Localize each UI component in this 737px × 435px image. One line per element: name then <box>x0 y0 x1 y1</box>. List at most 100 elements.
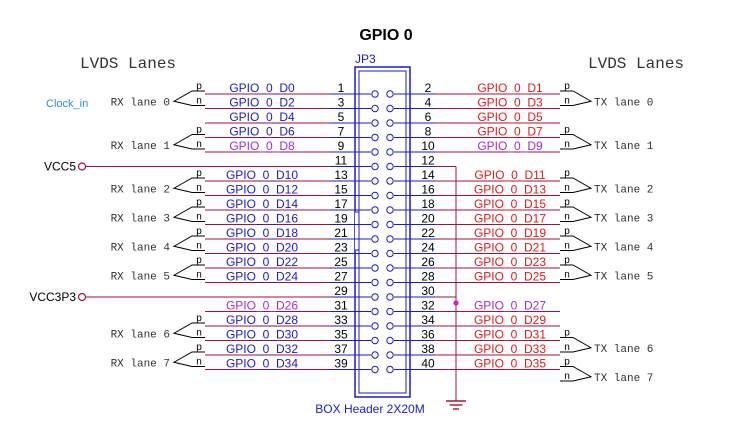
connector-inner-frame <box>358 70 407 394</box>
pin-number-32: 32 <box>421 299 435 313</box>
signal-gpio-0-d5: GPIO_0_D5 <box>477 110 543 124</box>
pin-contact-12 <box>386 162 394 171</box>
right-lvds-heading: LVDS Lanes <box>588 55 684 73</box>
tx-lane-6-p-label: p <box>564 328 570 339</box>
signal-gpio-0-d35: GPIO_0_D35 <box>474 357 546 371</box>
pin-contact-33 <box>371 322 379 330</box>
rx-lane-7-p-label: p <box>196 342 202 353</box>
pin-number-34: 34 <box>421 313 435 327</box>
tx-lane-2-bracket <box>560 177 593 193</box>
rx-lane-0-label: RX lane 0 <box>111 97 170 109</box>
pin-contact-26 <box>386 264 394 272</box>
rx-lane-2-p-label: p <box>196 168 202 179</box>
tx-lane-3-bracket <box>560 206 593 222</box>
pin-number-11: 11 <box>335 154 348 168</box>
signal-gpio-0-d12: GPIO_0_D12 <box>226 183 298 197</box>
rx-lane-3-label: RX lane 3 <box>111 213 170 225</box>
signal-gpio-0-d27: GPIO_0_D27 <box>474 299 546 313</box>
rx-lane-0-p-label: p <box>196 81 202 92</box>
pin-contact-3 <box>371 104 379 113</box>
connector-name: BOX Header 2X20M <box>315 402 424 416</box>
pin-contact-31 <box>371 307 379 316</box>
pin-contact-23 <box>371 249 379 258</box>
pin-contact-2 <box>386 90 394 98</box>
pin-number-30: 30 <box>421 284 435 298</box>
rx-lane-2-n-label: n <box>196 183 202 194</box>
pin-contact-21 <box>371 235 379 243</box>
rx-lane-7-label: RX lane 7 <box>111 358 170 370</box>
pin-contact-5 <box>371 119 379 127</box>
pin-contact-10 <box>386 148 394 156</box>
tx-lane-5-n-label: n <box>564 270 570 281</box>
rx-lane-7-n-label: n <box>196 357 202 368</box>
pin-number-38: 38 <box>421 342 435 356</box>
ground-junction-dot <box>453 300 459 306</box>
pin-contact-15 <box>371 191 379 200</box>
pin-contact-25 <box>371 264 379 272</box>
pin-number-31: 31 <box>334 299 348 313</box>
pin-number-23: 23 <box>334 241 348 255</box>
rx-lane-0-bracket <box>172 90 205 106</box>
rx-lane-6-n-label: n <box>196 328 202 339</box>
tx-lane-2-label: TX lane 2 <box>594 184 653 196</box>
pin-number-5: 5 <box>338 110 345 124</box>
rx-lane-1-bracket <box>172 134 205 150</box>
signal-gpio-0-d25: GPIO_0_D25 <box>474 270 546 284</box>
tx-lane-0-label: TX lane 0 <box>594 97 653 109</box>
tx-lane-1-p-label: p <box>564 125 570 136</box>
tx-lane-6-n-label: n <box>564 342 570 353</box>
pin-number-16: 16 <box>421 183 435 197</box>
pin-contact-19 <box>371 220 379 229</box>
pin-contact-7 <box>371 133 379 142</box>
rx-lane-2-bracket <box>172 177 205 193</box>
pin-contact-39 <box>371 365 379 374</box>
signal-gpio-0-d24: GPIO_0_D24 <box>226 270 298 284</box>
signal-gpio-0-d28: GPIO_0_D28 <box>226 313 298 327</box>
signal-gpio-0-d10: GPIO_0_D10 <box>226 168 298 182</box>
pin-contact-20 <box>386 220 394 229</box>
pin-number-18: 18 <box>421 197 435 211</box>
pin-contact-8 <box>386 133 394 142</box>
pin-number-36: 36 <box>421 328 435 342</box>
rx-lane-3-n-label: n <box>196 212 202 223</box>
pin-contact-4 <box>386 104 394 113</box>
signal-gpio-0-d3: GPIO_0_D3 <box>477 96 543 110</box>
pin-number-13: 13 <box>334 168 348 182</box>
tx-lane-5-label: TX lane 5 <box>594 271 653 283</box>
signal-gpio-0-d1: GPIO_0_D1 <box>477 81 543 95</box>
signal-gpio-0-d4: GPIO_0_D4 <box>229 110 295 124</box>
pin-contact-36 <box>386 336 394 345</box>
tx-lane-5-bracket <box>560 264 593 280</box>
signal-gpio-0-d18: GPIO_0_D18 <box>226 226 298 240</box>
pin-number-8: 8 <box>425 125 432 139</box>
rx-lane-1-n-label: n <box>196 139 202 150</box>
rx-lane-2-label: RX lane 2 <box>111 184 170 196</box>
rx-lane-5-label: RX lane 5 <box>111 271 170 283</box>
pin-contact-24 <box>386 249 394 258</box>
pin-contact-6 <box>386 119 394 127</box>
rx-lane-4-n-label: n <box>196 241 202 252</box>
tx-lane-6-label: TX lane 6 <box>594 344 653 356</box>
tx-lane-7-p-label: p <box>564 357 570 368</box>
tx-lane-2-p-label: p <box>564 168 570 179</box>
tx-lane-3-n-label: n <box>564 212 570 223</box>
tx-lane-7-label: TX lane 7 <box>594 373 653 385</box>
signal-gpio-0-d13: GPIO_0_D13 <box>474 183 546 197</box>
pin-number-7: 7 <box>338 125 345 139</box>
rx-lane-4-bracket <box>172 235 205 251</box>
signal-gpio-0-d2: GPIO_0_D2 <box>229 96 295 110</box>
tx-lane-1-bracket <box>560 134 593 150</box>
tx-lane-6-bracket <box>560 337 593 353</box>
power-label-2: VCC3P3 <box>29 290 76 304</box>
pin-contact-38 <box>386 351 394 359</box>
rx-lane-5-bracket <box>172 264 205 280</box>
signal-gpio-0-d33: GPIO_0_D33 <box>474 342 546 356</box>
pin-number-21: 21 <box>334 226 348 240</box>
pin-contact-16 <box>386 191 394 200</box>
tx-lane-7-n-label: n <box>564 371 570 382</box>
pin-contact-27 <box>371 278 379 287</box>
pin-contact-29 <box>371 293 379 301</box>
pin-number-40: 40 <box>421 357 435 371</box>
tx-lane-2-n-label: n <box>564 183 570 194</box>
pin-number-28: 28 <box>421 270 435 284</box>
